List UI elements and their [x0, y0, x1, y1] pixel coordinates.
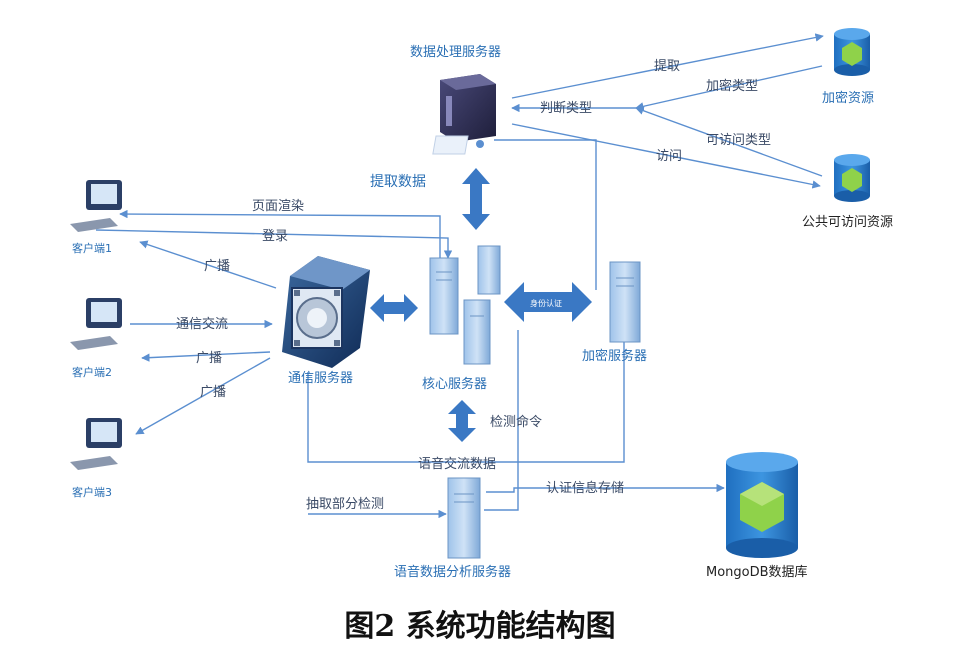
label-broadcast2: 广播 [196, 351, 222, 366]
link-access [511, 123, 821, 189]
label-identity-auth: 身份认证 [530, 298, 562, 308]
label-encrypted-type: 加密类型 [706, 78, 758, 94]
label-comm-exchange: 通信交流 [176, 316, 228, 332]
label-mongodb: MongoDB数据库 [706, 564, 808, 580]
public-resource-db [834, 154, 870, 202]
label-access: 访问 [656, 149, 682, 164]
label-encrypt-server: 加密服务器 [582, 348, 647, 364]
label-extract-top: 提取 [654, 58, 680, 74]
label-client3: 客户端3 [72, 485, 112, 499]
client2-computer-icon [70, 298, 122, 350]
voice-analysis-server [447, 477, 481, 559]
label-detect-cmd: 检测命令 [490, 414, 542, 430]
label-judge-type: 判断类型 [540, 101, 592, 116]
link-detect-cmd [484, 330, 519, 511]
encryption-server [609, 261, 641, 343]
mongodb-database [726, 452, 798, 558]
label-sample-detect: 抽取部分检测 [306, 497, 384, 512]
connections [95, 33, 824, 519]
label-voice-server: 语音数据分析服务器 [394, 564, 511, 580]
label-page-render: 页面渲染 [252, 199, 304, 214]
label-client1: 客户端1 [72, 241, 112, 255]
double-arrow-core-voice [448, 400, 476, 442]
link-accessible-type [635, 106, 823, 177]
client1-computer-icon [70, 180, 122, 232]
label-broadcast3: 广播 [200, 385, 226, 400]
link-page-render [119, 209, 441, 258]
link-extract-top [511, 33, 824, 99]
figure-caption: 图2 系统功能结构图 [344, 609, 615, 644]
label-encrypted-resource: 加密资源 [822, 90, 874, 106]
encrypted-resource-db [834, 28, 870, 76]
label-comm-server: 通信服务器 [288, 370, 353, 386]
communication-server [282, 256, 370, 368]
data-processing-server [432, 74, 496, 155]
label-auth-store: 认证信息存储 [546, 480, 624, 496]
link-broadcast2 [141, 351, 271, 362]
label-login: 登录 [262, 229, 288, 244]
link-broadcast3 [135, 357, 271, 435]
label-voice-exchange: 语音交流数据 [418, 456, 496, 472]
link-auth-store [486, 483, 725, 493]
link-broadcast1 [139, 240, 277, 289]
label-core-server: 核心服务器 [422, 376, 487, 392]
double-arrow-core-encrypt [504, 282, 592, 322]
client3-computer-icon [70, 418, 122, 470]
label-accessible-type: 可访问类型 [706, 133, 771, 148]
label-data-server: 数据处理服务器 [410, 44, 501, 60]
link-encrypted-type [635, 65, 823, 111]
link-login [95, 229, 453, 259]
double-arrow-data-core [462, 168, 490, 230]
label-public-resource: 公共可访问资源 [802, 215, 893, 230]
double-arrows [370, 168, 592, 442]
label-extract-data: 提取数据 [370, 174, 426, 190]
link-voice-exchange [307, 336, 625, 463]
label-client2: 客户端2 [72, 365, 112, 379]
label-broadcast1: 广播 [204, 259, 230, 274]
double-arrow-comm-core [370, 294, 418, 322]
link-data-to-encrypt [494, 139, 597, 290]
core-server-towers [429, 245, 501, 365]
